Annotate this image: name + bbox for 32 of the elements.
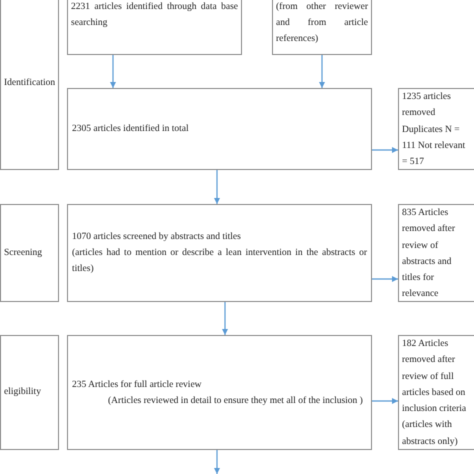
process-box <box>67 335 372 450</box>
box-text: 1070 articles screened by abstracts and titles <box>72 231 242 244</box>
box-text: eligibility <box>4 386 41 400</box>
stage-box <box>0 0 59 170</box>
process-box <box>398 335 474 450</box>
process-box <box>67 0 242 55</box>
stage-box <box>0 204 59 302</box>
arrow <box>372 147 398 153</box>
box-text: 182 Articles removed after review of full articles based on inclusion criteria (articles with abstracts only) <box>402 338 468 449</box>
box-text: (Articles reviewed in detail to ensure they met all of the inclusion ) <box>107 394 364 408</box>
arrow <box>319 55 325 88</box>
arrow <box>110 55 116 88</box>
arrow <box>372 398 398 404</box>
box-text: 2305 articles identified in total <box>72 123 190 136</box>
box-text: (articles had to mention or describe a lean intervention in the abstracts or titles) <box>72 247 367 276</box>
process-box <box>67 204 372 302</box>
process-box <box>272 0 372 55</box>
box-text: 2231 articles identified through data base searching <box>71 1 238 30</box>
box-text: Screening <box>4 246 42 260</box>
box-text: Identification <box>4 76 56 90</box>
arrow <box>214 450 220 474</box>
box-text: 1235 articles removed Duplicates N = 111 Not relevant = 517 <box>402 91 466 170</box>
arrow <box>372 276 398 282</box>
arrow <box>222 302 228 335</box>
process-box <box>398 88 474 170</box>
box-text: 235 Articles for full article review <box>72 378 203 392</box>
stage-box <box>0 335 59 450</box>
arrow <box>214 170 220 204</box>
box-text: (from other reviewer and from article references) <box>276 1 368 46</box>
box-text: 835 Articles removed after review of abstracts and titles for relevance <box>402 207 456 302</box>
process-box <box>398 204 474 302</box>
process-box <box>67 88 372 170</box>
